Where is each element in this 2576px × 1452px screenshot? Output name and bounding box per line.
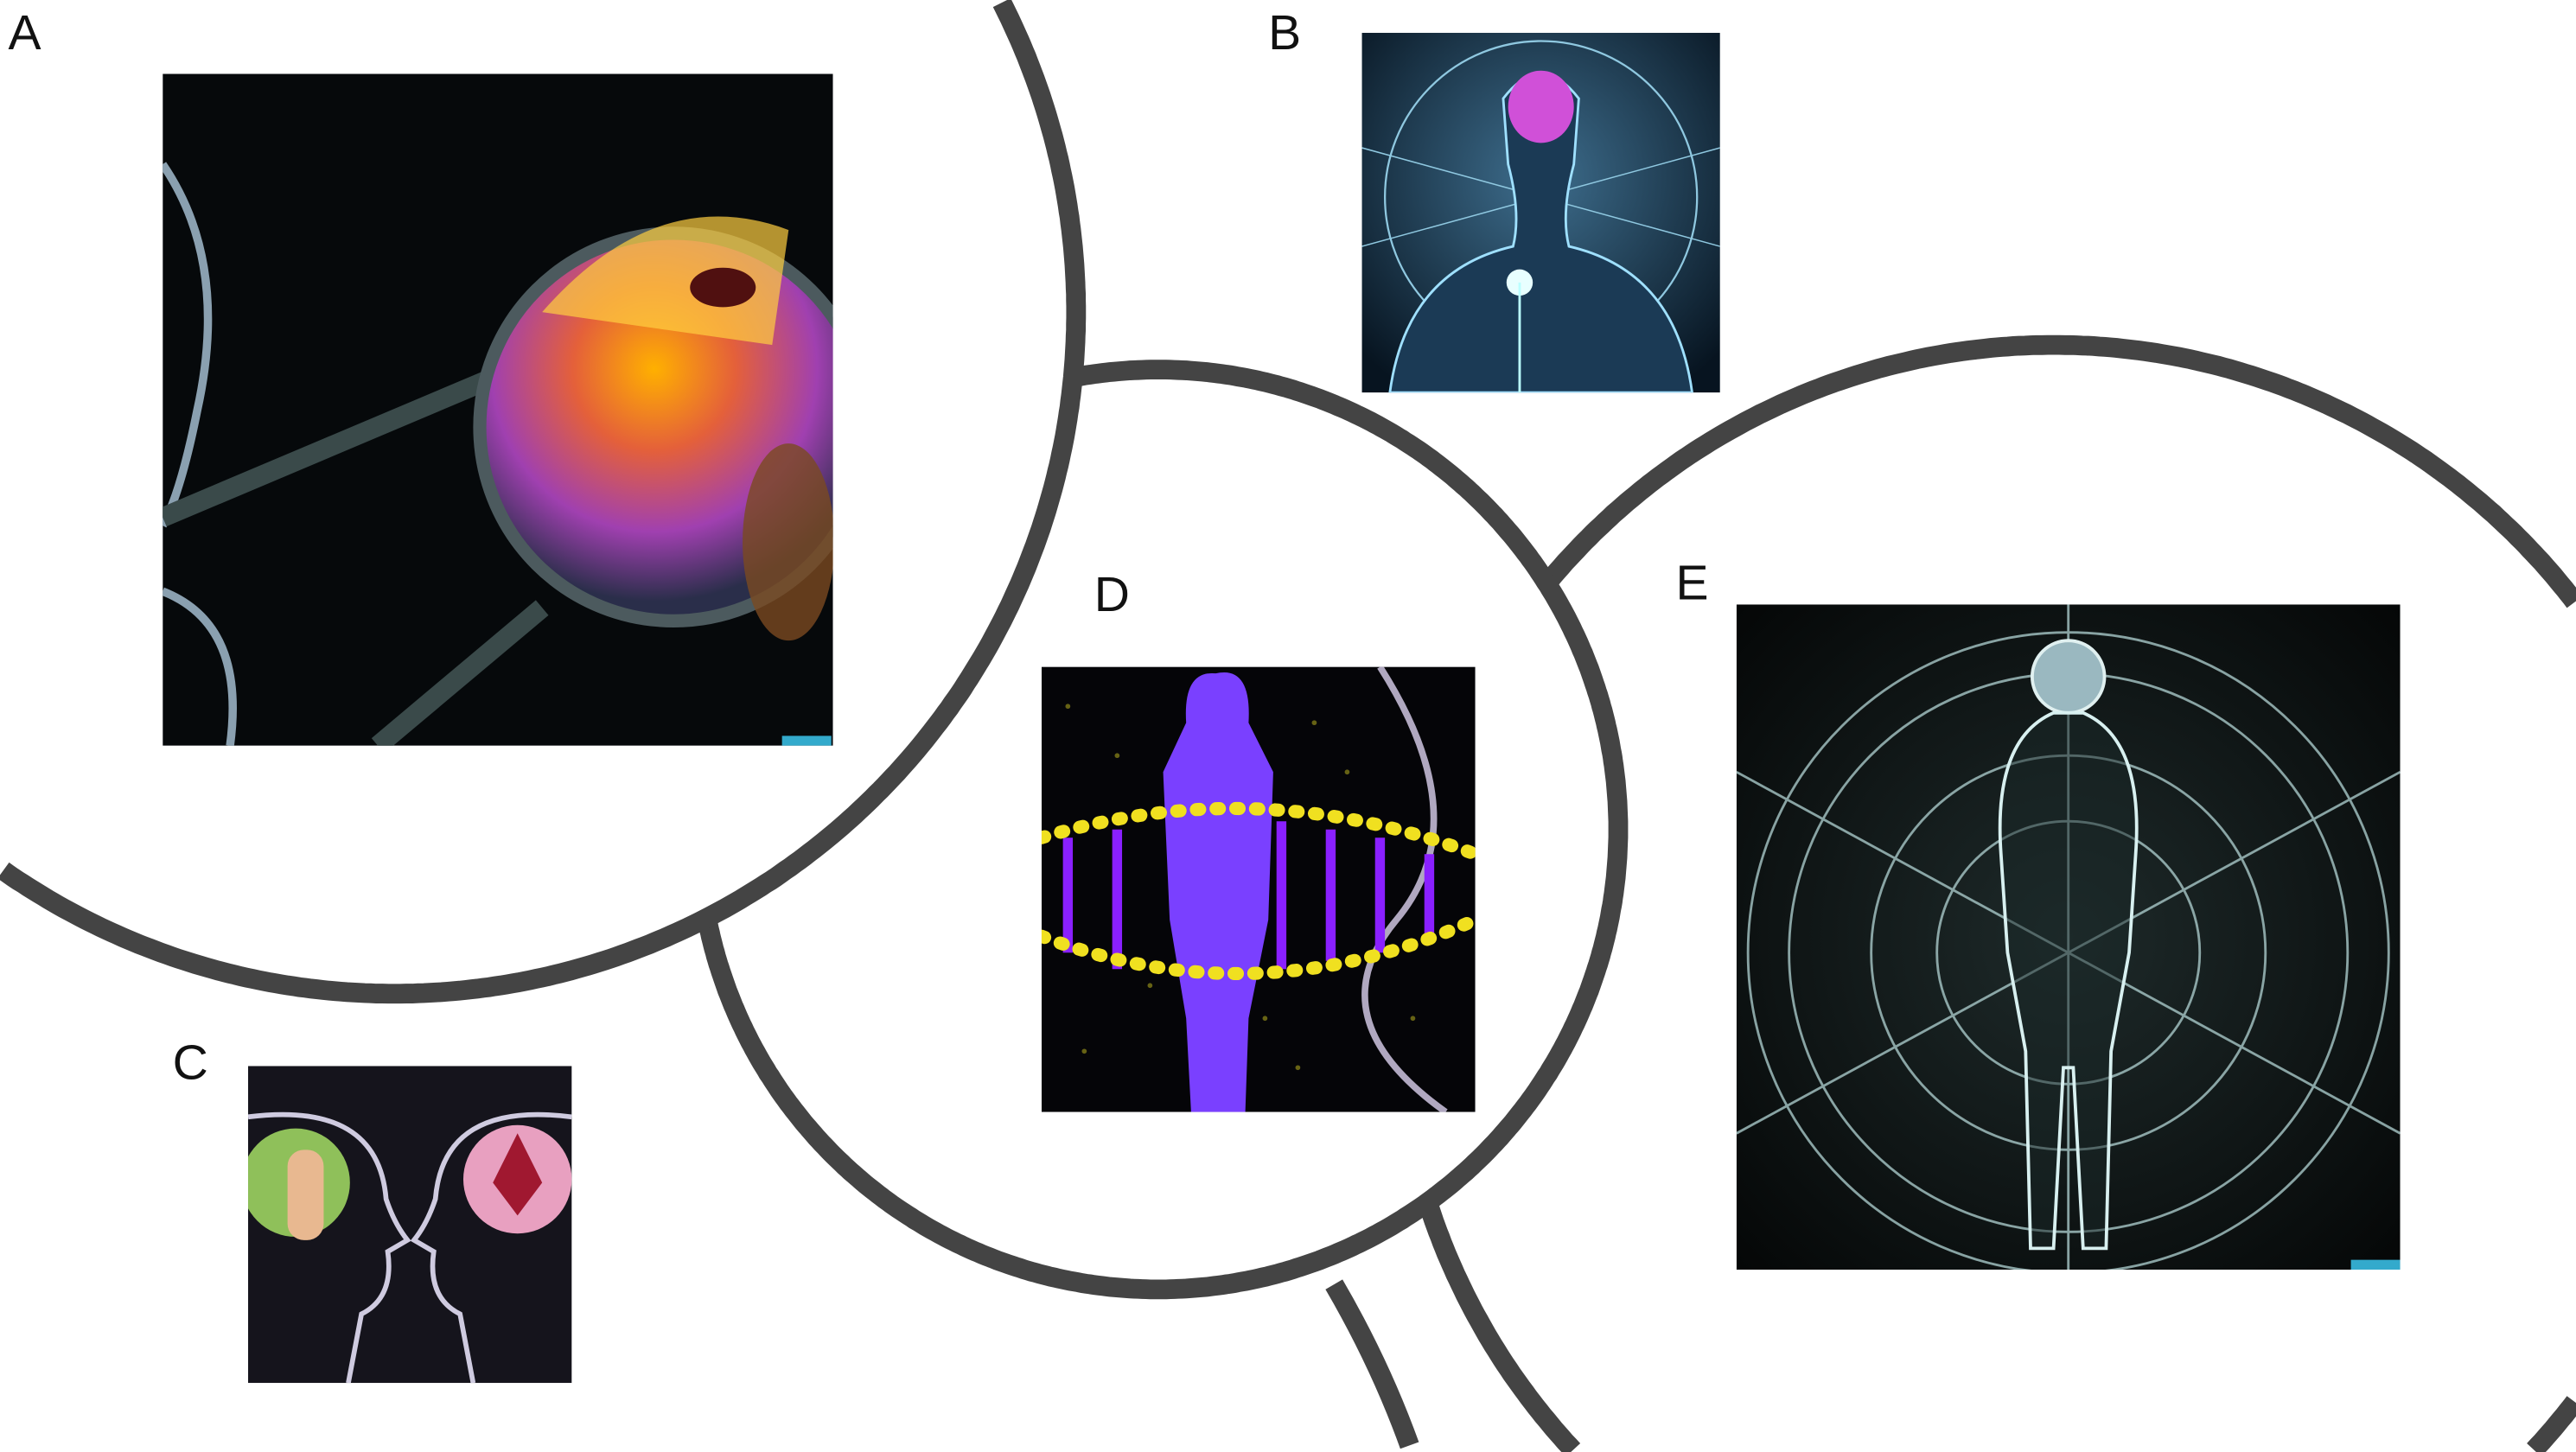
panel-label-c: C (173, 1035, 208, 1091)
ring-segment-bottom (1325, 1279, 1419, 1449)
panel-label-b: B (1268, 5, 1301, 60)
panel-label-e: E (1676, 556, 1709, 611)
panel-d-image (1041, 666, 1476, 1112)
panel-b-image (1361, 33, 1720, 393)
panel-label-a: A (9, 5, 41, 60)
panel-c-image (248, 1066, 572, 1384)
panel-e-image (1736, 604, 2401, 1270)
panel-a-image (163, 73, 833, 746)
panel-label-d: D (1094, 567, 1130, 622)
